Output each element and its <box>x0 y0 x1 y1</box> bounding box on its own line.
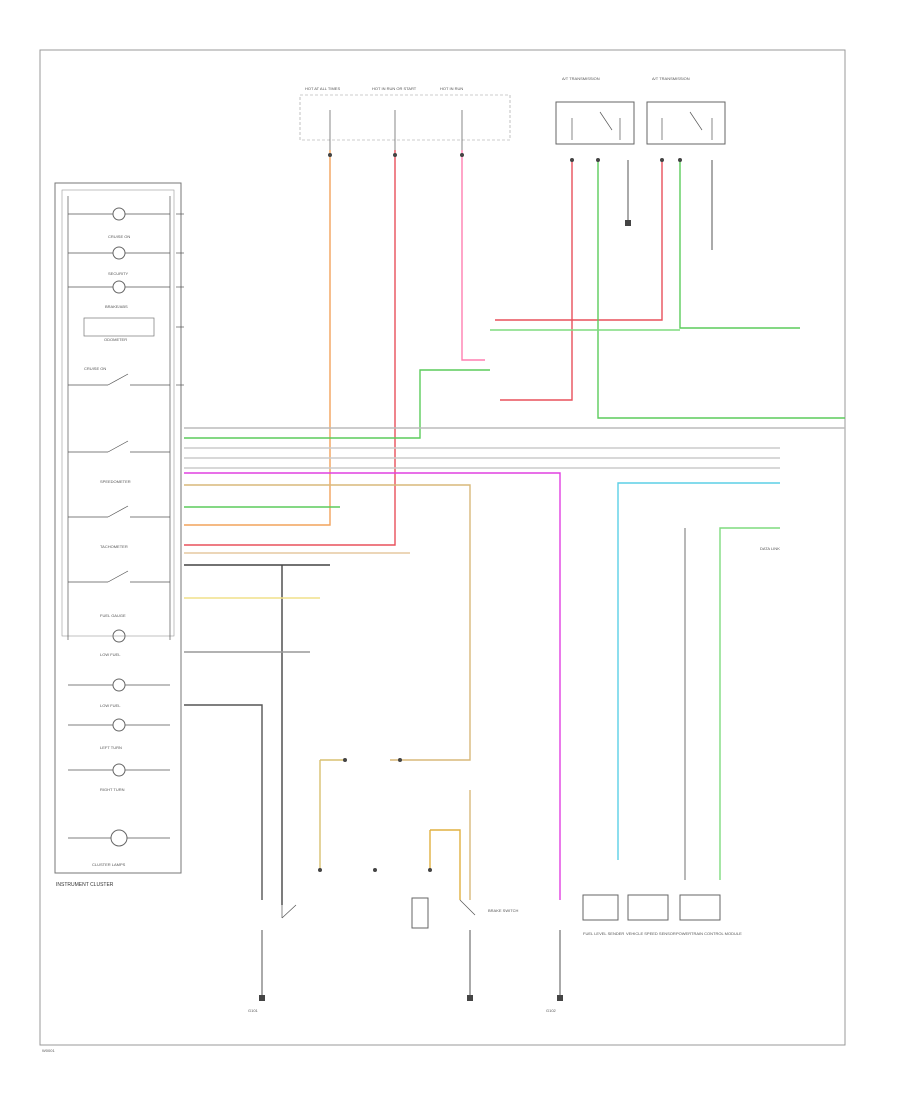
wire-yellow-3 <box>429 829 461 900</box>
ground-icon <box>467 930 473 1001</box>
vss-box <box>627 894 669 921</box>
wires <box>184 150 845 905</box>
cluster-item-label: CRUISE ON <box>84 366 106 371</box>
cluster-item-label: LOW FUEL <box>100 703 121 708</box>
cluster-item-label: LOW FUEL <box>100 652 121 657</box>
wire-tan <box>184 484 471 761</box>
vss-label: VEHICLE SPEED SENSOR <box>626 931 676 936</box>
pcm-label: POWERTRAIN CONTROL MODULE <box>676 931 742 936</box>
wire-magenta <box>184 472 561 900</box>
cluster-title: INSTRUMENT CLUSTER <box>56 882 114 888</box>
wire-orange <box>184 150 331 526</box>
top-fuse-3-label: HOT IN RUN <box>440 86 463 91</box>
cluster-item-label: SECURITY <box>108 271 129 276</box>
wire-green-4 <box>184 369 490 439</box>
footer-code: W0001 <box>42 1048 55 1053</box>
bulb-icon <box>68 246 170 260</box>
ground-icon <box>625 200 631 226</box>
bulb-icon <box>68 718 170 732</box>
wire-cyan <box>617 482 780 860</box>
trans-relay-1-label: A/T TRANSMISSION <box>562 76 600 81</box>
brake-switch-label: BRAKE SWITCH <box>488 908 519 913</box>
wire-dark-3 <box>184 704 263 900</box>
wire-pink <box>461 150 485 361</box>
bottom-components: BRAKE SWITCH FUEL LEVEL SENDER VEHICLE S… <box>248 200 780 1013</box>
fuel-sender-label: FUEL LEVEL SENDER <box>583 931 624 936</box>
brake-switch-icon <box>411 897 476 929</box>
data-link-label: DATA LINK <box>760 546 780 551</box>
cluster-item-label: LEFT TURN <box>100 745 122 750</box>
trans-relay-2-label: A/T TRANSMISSION <box>652 76 690 81</box>
instrument-cluster: CRUISE ON SECURITY BRAKE/ABS ODOMETER CR… <box>54 182 184 888</box>
cluster-item-label: CLUSTER LAMPS <box>92 862 126 867</box>
cluster-item-label: FUEL GAUGE <box>100 613 126 618</box>
switch-icon <box>68 440 170 453</box>
pcm-box <box>679 894 721 921</box>
wire-red-3 <box>495 160 663 321</box>
cluster-pins <box>176 213 184 386</box>
trans-relay-1: A/T TRANSMISSION <box>555 76 635 145</box>
bulb-icon <box>68 207 170 221</box>
cluster-item-label: TACHOMETER <box>100 544 128 549</box>
bulb-icon <box>68 678 170 692</box>
connector-dots <box>318 153 682 872</box>
bulb-icon <box>68 829 170 847</box>
top-fuse-2-label: HOT IN RUN OR START <box>372 86 417 91</box>
bulb-icon <box>112 629 126 643</box>
cluster-item-label: RIGHT TURN <box>100 787 125 792</box>
top-fuse-block: HOT AT ALL TIMES HOT IN RUN OR START HOT… <box>299 86 511 150</box>
bulb-icon <box>68 280 170 294</box>
switch-icon <box>68 505 170 518</box>
cluster-item-label: BRAKE/ABS <box>105 304 128 309</box>
wire-green-2 <box>679 160 800 329</box>
ground-icon <box>259 930 265 1001</box>
wire-yellow-2 <box>319 759 345 870</box>
ground-1-label: G101 <box>248 1008 259 1013</box>
ground-2-label: G102 <box>546 1008 557 1013</box>
speedometer-label: SPEEDOMETER <box>100 479 131 484</box>
trans-relay-2: A/T TRANSMISSION <box>646 76 726 145</box>
cluster-item-label: CRUISE ON <box>108 234 130 239</box>
switch-icon <box>68 570 170 583</box>
wire-green <box>597 160 845 419</box>
wire-red-2 <box>500 160 573 401</box>
switch-icon <box>68 373 170 386</box>
wire-red <box>184 150 396 546</box>
cluster-box <box>54 182 182 874</box>
bulb-icon <box>68 763 170 777</box>
ground-icon <box>557 930 563 1001</box>
switch-icon <box>281 904 297 919</box>
odometer-label: ODOMETER <box>104 337 127 342</box>
fuel-sender-box <box>582 894 619 921</box>
wire-green-6 <box>719 527 780 880</box>
top-fuse-1-label: HOT AT ALL TIMES <box>305 86 340 91</box>
diagram-border <box>39 49 846 1046</box>
